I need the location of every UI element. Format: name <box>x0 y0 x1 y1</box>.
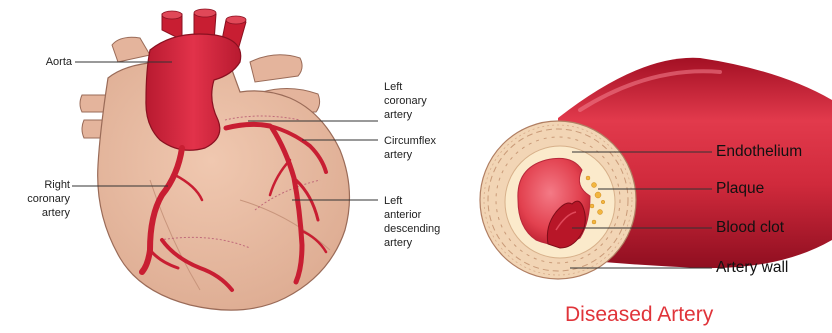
pulmonary-vessel <box>250 55 302 82</box>
label-right-coronary-artery: Right coronary artery <box>14 178 70 220</box>
label-artery-wall: Artery wall <box>716 259 788 277</box>
label-blood-clot: Blood clot <box>716 219 784 237</box>
label-aorta: Aorta <box>30 55 72 69</box>
diseased-artery <box>480 58 832 279</box>
label-plaque: Plaque <box>716 180 764 198</box>
label-endothelium: Endothelium <box>716 143 802 161</box>
label-circumflex-artery: Circumflex artery <box>384 134 464 162</box>
pulmonary-vessel <box>112 37 150 62</box>
heart <box>80 9 349 310</box>
label-left-coronary-artery: Left coronary artery <box>384 80 454 122</box>
label-lad-artery: Left anterior descending artery <box>384 194 464 250</box>
diseased-artery-title: Diseased Artery <box>565 303 713 327</box>
